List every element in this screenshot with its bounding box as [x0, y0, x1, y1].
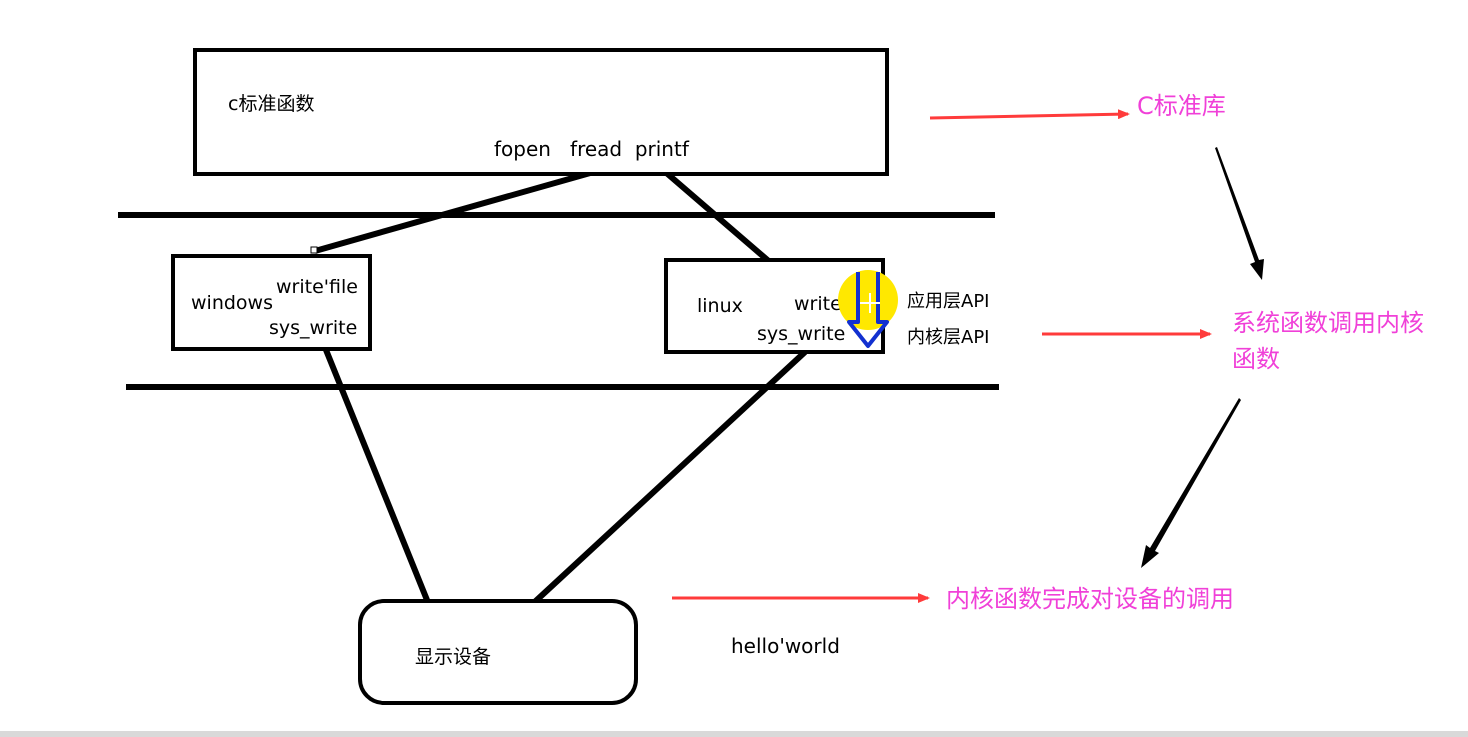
- windows-write-label: write'file: [276, 276, 358, 298]
- arrow-to-c-std-lib: [929, 109, 1130, 120]
- app-api-label: 应用层API: [907, 291, 989, 312]
- c-lib-box: [193, 48, 889, 176]
- hello-world-text: hello'world: [731, 634, 840, 658]
- connector-windows-to-device: [319, 338, 430, 602]
- linux-write-label: write: [794, 293, 842, 315]
- connector-fread-to-windows: [314, 161, 623, 254]
- cursor-highlight: [838, 270, 898, 348]
- connector-handle-left: [310, 246, 318, 254]
- linux-sys-write-label: sys_write: [757, 323, 845, 345]
- kernel-api-label: 内核层API: [907, 327, 989, 348]
- connector-linux-to-device: [510, 349, 808, 625]
- device-label: 显示设备: [415, 646, 491, 668]
- windows-label: windows: [191, 292, 273, 314]
- annotation-syscall-line2: 函数: [1232, 345, 1280, 373]
- annotation-syscall-line1: 系统函数调用内核: [1232, 309, 1424, 337]
- black-arrow-down-2: [1141, 398, 1241, 568]
- c-lib-title: c标准函数: [228, 93, 314, 115]
- annotation-c-std-lib: C标准库: [1137, 92, 1226, 120]
- linux-label: linux: [697, 295, 743, 317]
- device-box: [358, 599, 638, 705]
- windows-sys-write-label: sys_write: [269, 317, 357, 339]
- bottom-scroll-bar: [0, 731, 1468, 737]
- windows-box: [171, 254, 372, 351]
- c-lib-functions: fopen fread printf: [494, 137, 690, 161]
- cursor-arrow-icon: [847, 272, 889, 348]
- black-arrow-down-1: [1215, 147, 1264, 280]
- annotation-kernel-device: 内核函数完成对设备的调用: [946, 585, 1234, 613]
